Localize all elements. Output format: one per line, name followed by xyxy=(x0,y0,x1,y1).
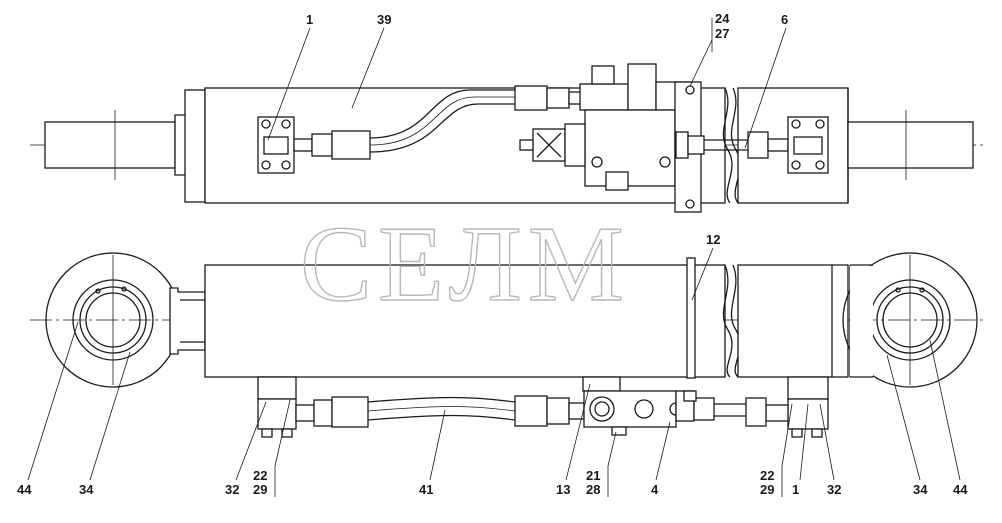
callout-44-right: 44 xyxy=(953,482,968,497)
bottom-hose xyxy=(367,396,516,403)
callout-32-right: 32 xyxy=(827,482,841,497)
top-hose xyxy=(369,89,515,139)
bottom-valve-block xyxy=(583,390,677,428)
top-left-rod xyxy=(44,121,176,169)
callout-29-left: 29 xyxy=(253,482,267,497)
top-right-rod xyxy=(847,121,974,169)
callout-29-right: 29 xyxy=(760,482,774,497)
bottom-view xyxy=(30,252,985,438)
callout-34-right: 34 xyxy=(913,482,928,497)
callout-21: 21 xyxy=(586,468,600,483)
bottom-cylinder-barrel xyxy=(204,264,726,378)
callout-27: 27 xyxy=(715,26,729,41)
callout-32-left: 32 xyxy=(225,482,239,497)
top-solenoid xyxy=(627,63,657,111)
callout-6: 6 xyxy=(781,12,788,27)
callout-labels: 1 39 24 27 6 12 44 34 32 22 29 41 13 21 … xyxy=(17,11,968,497)
callout-28: 28 xyxy=(586,482,600,497)
top-valve-upper xyxy=(579,83,629,111)
bottom-bracket xyxy=(686,257,696,379)
bottom-left-clamp xyxy=(257,398,297,430)
callout-1-right: 1 xyxy=(792,482,799,497)
callout-24: 24 xyxy=(715,11,730,26)
callout-22-right: 22 xyxy=(760,468,774,483)
leader-lines xyxy=(27,18,961,497)
callout-4: 4 xyxy=(651,482,659,497)
top-right-clamp xyxy=(787,116,829,174)
callout-1-top: 1 xyxy=(306,12,313,27)
callout-22-left: 22 xyxy=(253,468,267,483)
callout-34-left: 34 xyxy=(79,482,94,497)
callout-13: 13 xyxy=(556,482,570,497)
callout-12: 12 xyxy=(706,232,720,247)
callout-41: 41 xyxy=(419,482,433,497)
callout-39: 39 xyxy=(377,12,391,27)
right-rod-eye xyxy=(842,252,978,388)
top-hose-end-left xyxy=(331,130,371,160)
top-view xyxy=(30,63,985,213)
top-valve-block xyxy=(584,109,676,187)
callout-44-left: 44 xyxy=(17,482,32,497)
watermark: СЕЛМ xyxy=(300,205,630,324)
